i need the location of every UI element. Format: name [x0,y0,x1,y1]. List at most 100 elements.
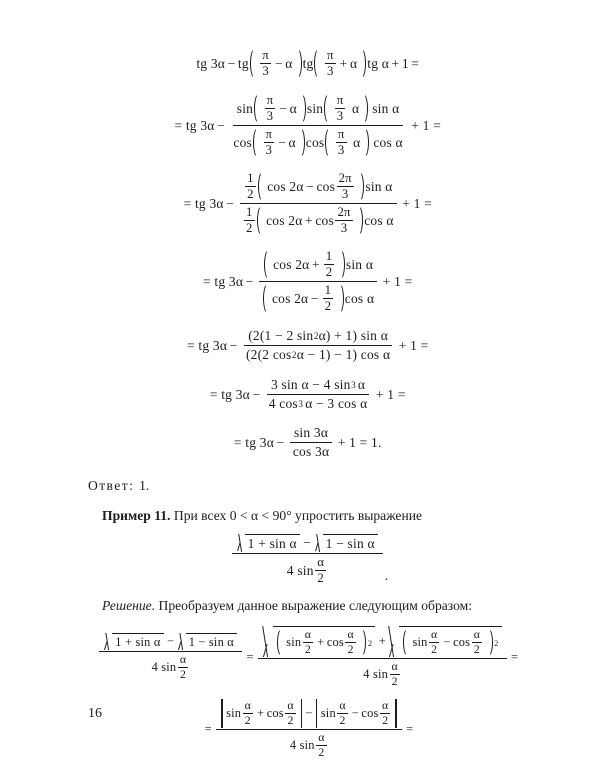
paren-left [254,93,260,124]
paren-group: π 3 − α [254,93,306,124]
eq2-denominator: cos π 3 − α [229,126,406,158]
sin: sin [412,635,428,650]
eq4-denominator: cos 2α − 1 2 cos α [258,282,378,314]
minus-sign: − [279,100,288,116]
paren-group: cos 2α − cos 2π 3 [258,171,365,202]
cos: cos [266,706,284,721]
absolute-value-1: sin α 2 + cos α 2 [221,699,302,729]
paren-group: π 3 − α [253,127,305,158]
one-half: 1 2 [244,205,255,235]
equals-sign-tail: = [406,722,414,737]
sol1-lhs-fraction: 1 + sin α − 1 − sin α 4 sin α 2 [99,632,242,683]
radical-2: 1 − sin α [178,632,237,651]
paren-group: sin α 2 − cos α [403,628,493,658]
answer-label: Ответ: [88,478,135,493]
pi-over-3: π 3 [334,93,346,123]
eq4-lead: = tg 3α [203,273,244,289]
alpha-over-2: α 2 [302,628,314,657]
example-heading-line: Пример 11. При всех 0 < α < 90° упростит… [88,506,530,526]
equation-line-4: = tg 3α − cos 2α + 1 2 [88,249,530,314]
alpha-over-2: α 2 [242,699,253,728]
paren-right [487,628,493,658]
paren-left [262,283,269,314]
den-lead: 4 sin [363,667,389,682]
eq4-numerator: cos 2α + 1 2 sin α [259,249,378,282]
eq5-lead: = tg 3α [187,337,228,353]
cos-alpha: cos α [373,134,403,150]
paren-left [403,628,409,658]
alpha: α [285,55,293,71]
paren-left [257,205,263,236]
cos: cos [326,635,344,650]
paren-right [358,171,365,202]
radicand: 1 + sin α [244,533,300,553]
sol1-rhs-fraction: sin α 2 + cos α [258,625,507,690]
sin: sin [236,100,254,116]
eq6-den-tail: α − 3 cos α [305,396,368,411]
cos: cos [361,706,379,721]
page-content: tg 3α − tg π 3 − α tg [88,44,530,760]
abs-bar-left [316,699,318,729]
plus-sign: + [378,634,386,649]
radical-squared-1: sin α 2 + cos α [263,625,376,658]
minus-sign: − [252,386,261,402]
eq3-numerator: 1 2 cos 2α − cos 2π 3 [239,171,397,204]
eq2-fraction: sin π 3 − α [229,93,406,158]
expression-fraction: 1 + sin α − 1 − sin α 4 sin α 2 [231,533,383,587]
sol1-rhs-denominator: 4 sin α 2 [359,659,405,689]
alpha-over-2: α 2 [315,555,327,586]
pi-over-3: π 3 [263,127,275,157]
equation-line-1: tg 3α − tg π 3 − α tg [88,48,530,79]
sin: sin [320,706,336,721]
solution-equation-1: 1 + sin α − 1 − sin α 4 sin α 2 [88,625,530,690]
equation-line-3: = tg 3α − 1 2 cos 2α − cos [88,171,530,236]
example-text: При всех 0 < α < 90° упростить выражение [173,508,423,523]
paren-right [339,249,345,280]
example-expression: 1 + sin α − 1 − sin α 4 sin α 2 [88,533,530,587]
abs-bar-left [221,699,223,729]
alpha: α [288,134,296,150]
radical-sign [178,633,187,651]
paren-group: π 3 α [324,93,369,124]
minus-sign: − [245,273,254,289]
minus-sign: − [226,195,234,211]
sin: sin [226,706,242,721]
minus-sign: − [229,337,238,353]
radical-2: 1 − sin α [315,533,378,553]
eq5-tail: + 1 = [398,337,429,353]
paren-right [338,283,344,314]
solution-equation-2: = sin α 2 + cos [88,699,530,760]
eq5-num-head: (2(1 − 2 sin [248,328,314,343]
eq7-numerator: sin 3α [289,425,333,443]
sin-alpha: sin α [365,178,393,194]
equals-sign: = [246,650,254,665]
paren-right [360,628,367,658]
radical-sign [237,534,246,553]
cos-2alpha: cos 2α [267,178,304,194]
example-heading: Пример 11. [102,508,171,523]
paren-group: cos 2α + 1 2 [264,249,345,280]
alpha-over-2: α 2 [471,628,483,657]
alpha-over-2: α 2 [316,731,327,760]
eq6-tail: + 1 = [375,386,406,402]
plus-sign: + [311,256,320,272]
expression-denominator: 4 sin α 2 [283,554,332,586]
paren-left [258,171,264,202]
alpha: α [289,100,297,116]
plus-sign: + [305,212,313,228]
alpha: α [349,55,358,71]
plus-sign: + [391,55,400,71]
equation-line-2: = tg 3α − sin π 3 − [88,93,530,158]
equals-sign: = [411,55,420,71]
radicand: 1 + sin α [112,632,164,651]
solution-paragraph: Решение. Преобразуем данное выражение сл… [88,596,530,616]
page-number: 16 [88,706,102,721]
minus-sign: − [310,290,319,306]
paren-right [360,48,367,79]
radical-1: 1 + sin α [237,533,300,553]
sin: sin [286,635,302,650]
eq1-tga: tg α [367,55,390,71]
minus-sign: − [217,117,225,133]
